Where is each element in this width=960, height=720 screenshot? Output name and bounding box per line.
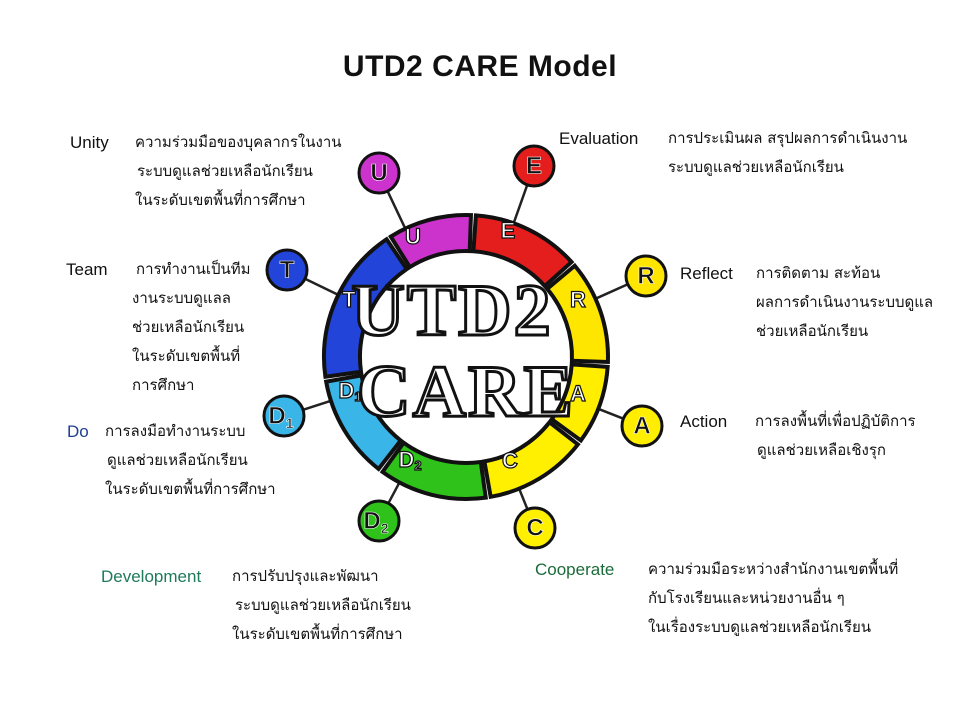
desc-line: การลงพื้นที่เพื่อปฏิบัติการ bbox=[755, 412, 916, 430]
desc-line: การประเมินผล สรุปผลการดำเนินงาน bbox=[668, 129, 908, 147]
node-label-u: U bbox=[370, 159, 387, 186]
term-cooperate: Cooperate bbox=[535, 560, 615, 579]
node-circle-u bbox=[357, 151, 401, 195]
node-circle-e bbox=[512, 144, 556, 188]
node-circle-c bbox=[513, 506, 557, 550]
desc-line: ระบบดูแลช่วยเหลือนักเรียน bbox=[668, 158, 844, 176]
node-circle-r bbox=[624, 254, 668, 298]
term-do: Do bbox=[67, 422, 89, 441]
desc-line: ในระดับเขตพื้นที่การศึกษา bbox=[232, 625, 403, 643]
desc-line: ในระดับเขตพื้นที่การศึกษา bbox=[135, 191, 306, 209]
node-label-c: C bbox=[526, 514, 543, 541]
connector-line bbox=[511, 184, 529, 226]
connector-line bbox=[595, 406, 624, 420]
ring-label-u: U bbox=[405, 224, 421, 249]
ring-segment-d2 bbox=[379, 439, 489, 501]
ring-label-e: E bbox=[501, 218, 516, 243]
desc-line: ระบบดูแลช่วยเหลือนักเรียน bbox=[235, 596, 411, 614]
term-unity: Unity bbox=[70, 133, 109, 152]
ring-label-a: A bbox=[570, 381, 586, 406]
desc-line: การลงมือทำงานระบบ bbox=[105, 422, 246, 440]
desc-line: การทำงานเป็นทีม bbox=[136, 260, 251, 278]
ring-segment-e bbox=[471, 213, 575, 289]
node-label-e: E bbox=[526, 152, 542, 179]
ring-label-r: R bbox=[570, 287, 586, 312]
desc-line: ช่วยเหลือนักเรียน bbox=[132, 318, 245, 336]
connector-line bbox=[387, 480, 402, 504]
node-circle-d1 bbox=[262, 394, 306, 438]
connector-line bbox=[304, 277, 341, 297]
desc-line: ดูแลช่วยเหลือเชิงรุก bbox=[757, 441, 886, 459]
ring-segment-u bbox=[387, 213, 474, 270]
term-reflect: Reflect bbox=[680, 264, 733, 283]
node-label-d1: D1 bbox=[268, 402, 293, 430]
page-title: UTD2 CARE Model bbox=[342, 50, 618, 83]
desc-line: ช่วยเหลือนักเรียน bbox=[756, 322, 869, 340]
ring-segment-a bbox=[548, 362, 610, 444]
desc-line: การติดตาม สะท้อน bbox=[756, 264, 881, 282]
connector-line bbox=[593, 283, 629, 301]
ring-segment-r bbox=[544, 262, 610, 365]
connector-line bbox=[302, 398, 334, 412]
desc-line: ในระดับเขตพื้นที่การศึกษา bbox=[105, 480, 276, 498]
node-label-t: T bbox=[280, 256, 295, 283]
term-action: Action bbox=[680, 412, 728, 431]
desc-line: ผลการดำเนินงานระบบดูแล bbox=[756, 293, 934, 311]
connector-lines bbox=[302, 184, 629, 510]
term-development: Development bbox=[101, 567, 202, 586]
desc-line: ดูแลช่วยเหลือนักเรียน bbox=[107, 451, 248, 469]
node-circle-a bbox=[620, 404, 664, 448]
desc-line: การศึกษา bbox=[132, 376, 195, 394]
node-label-r: R bbox=[637, 262, 654, 289]
desc-line: กับโรงเรียนและหน่วยงานอื่น ๆ bbox=[648, 589, 845, 607]
node-circle-t bbox=[265, 248, 309, 292]
desc-line: ความร่วมมือระหว่างสำนักงานเขตพื้นที่ bbox=[648, 560, 899, 578]
center-text-utd2: UTD2 bbox=[351, 270, 552, 352]
desc-line: การปรับปรุงและพัฒนา bbox=[232, 567, 379, 585]
node-label-a: A bbox=[633, 412, 650, 439]
connector-line bbox=[517, 486, 529, 510]
term-evaluation: Evaluation bbox=[559, 129, 639, 148]
ring-segment-t bbox=[322, 236, 410, 380]
desc-line: ความร่วมมือของบุคลากรในงาน bbox=[135, 133, 342, 151]
desc-line: ระบบดูแลช่วยเหลือนักเรียน bbox=[137, 162, 313, 180]
ring-label-t: T bbox=[342, 287, 356, 312]
connector-line bbox=[386, 190, 408, 231]
ring-segment-d1 bbox=[323, 373, 404, 472]
ring-segment-c bbox=[482, 419, 581, 500]
center-text-care: CARE bbox=[357, 351, 575, 433]
desc-line: ในเรื่องระบบดูแลช่วยเหลือนักเรียน bbox=[648, 618, 872, 636]
ring-label-c: C bbox=[502, 448, 518, 473]
ring-segments bbox=[322, 213, 610, 501]
term-team: Team bbox=[66, 260, 108, 279]
node-circle-d2 bbox=[357, 499, 401, 543]
desc-line: งานระบบดูแลล bbox=[132, 289, 231, 307]
desc-line: ในระดับเขตพื้นที่ bbox=[132, 347, 241, 365]
